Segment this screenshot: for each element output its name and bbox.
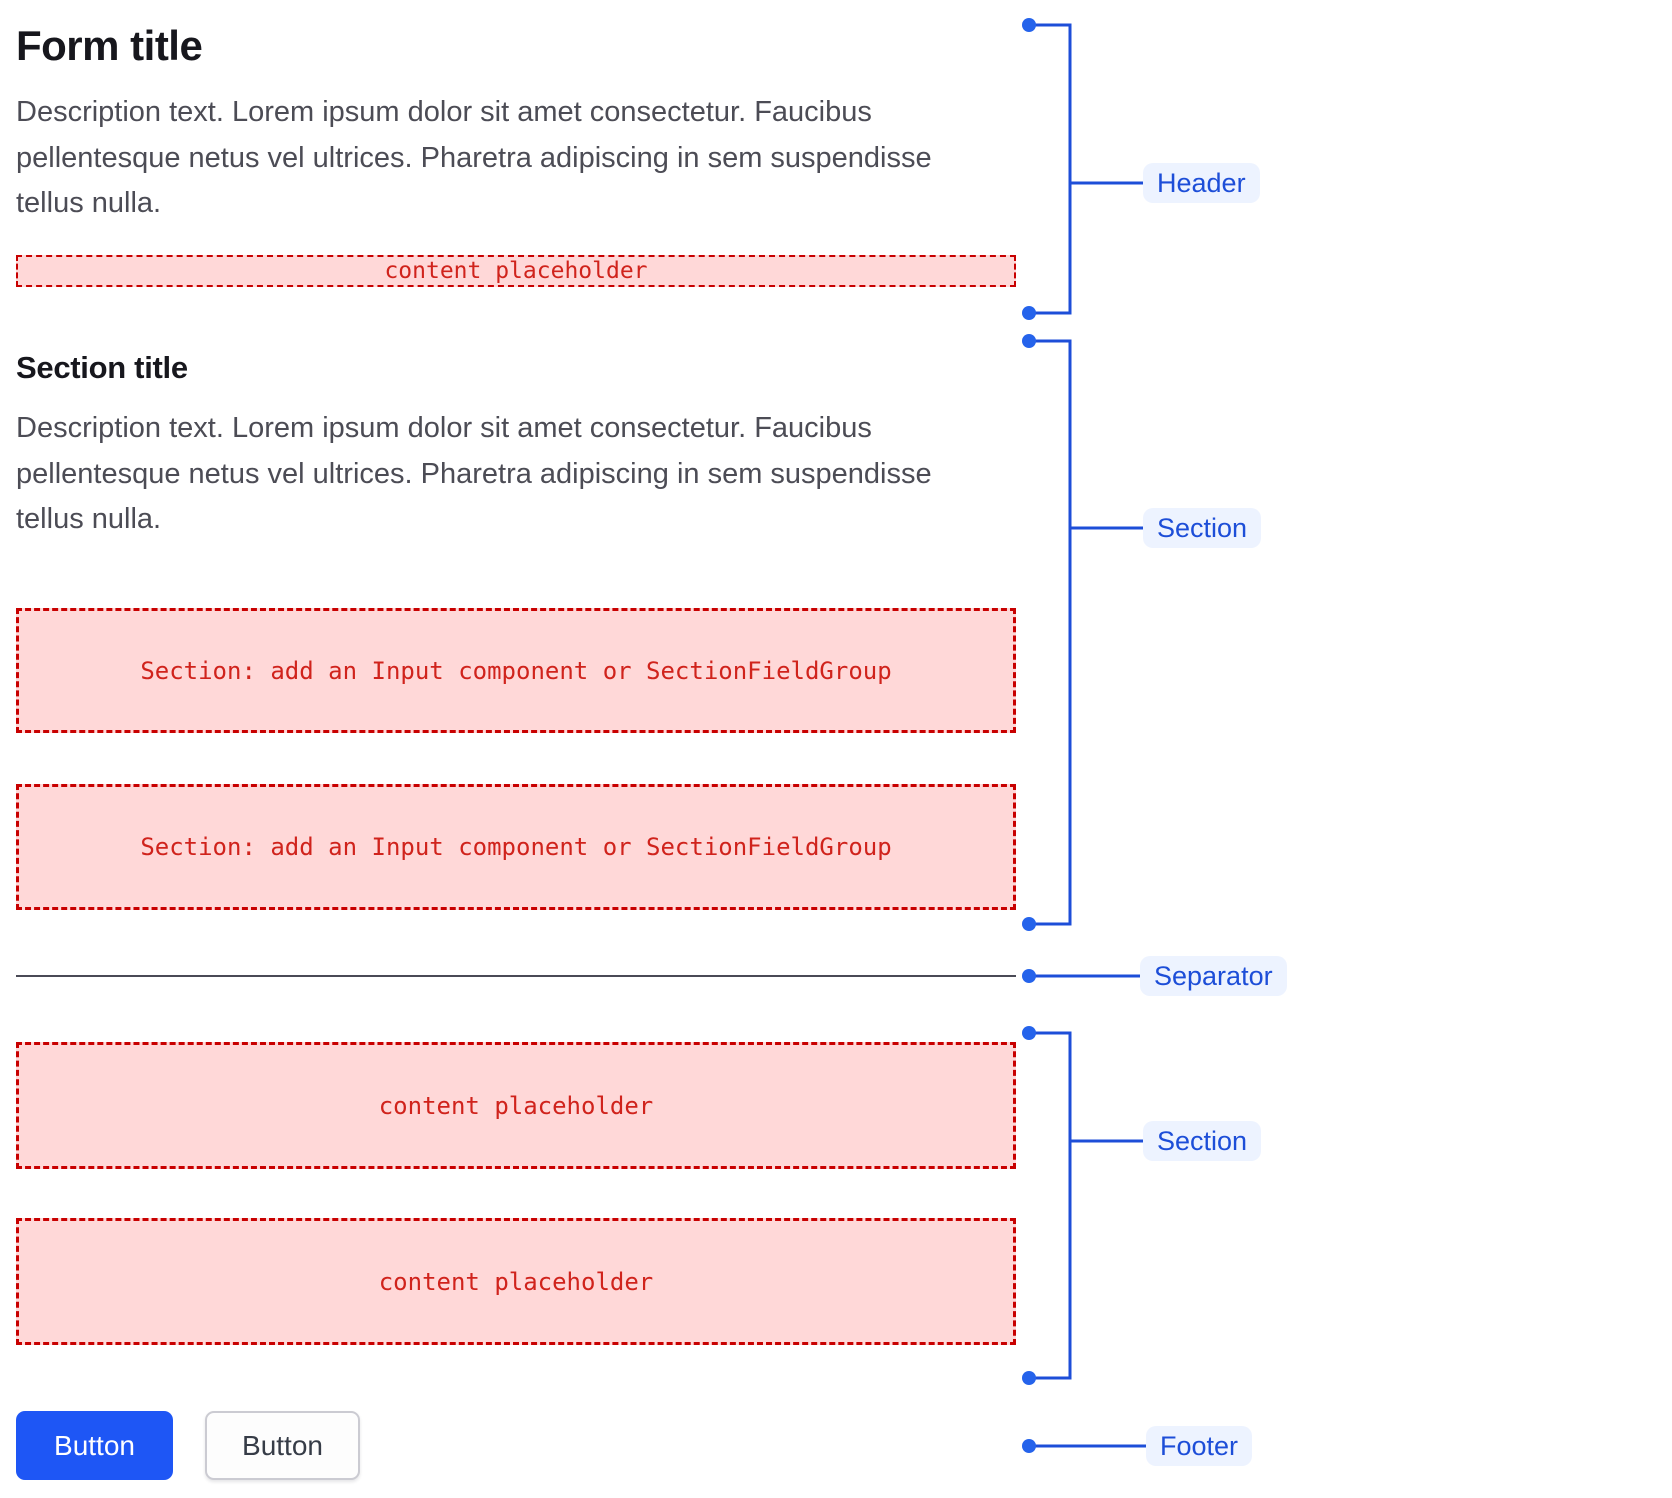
placeholder-label: content placeholder: [378, 1091, 654, 1120]
anchor-dot: [1022, 969, 1036, 983]
section2-annotation-label: Section: [1143, 1121, 1262, 1161]
section-input-placeholder: Section: add an Input component or Secti…: [16, 608, 1016, 733]
form-title: Form title: [16, 22, 203, 69]
annotation-dots: [1022, 18, 1036, 1453]
secondary-button[interactable]: Button: [205, 1411, 360, 1480]
placeholder-label: Section: add an Input component or Secti…: [140, 833, 892, 861]
section2-content-placeholder: content placeholder: [16, 1042, 1016, 1169]
section2-bracket: [1029, 1031, 1072, 1380]
anchor-dot: [1022, 18, 1036, 32]
section-input-placeholder: Section: add an Input component or Secti…: [16, 784, 1016, 910]
separator-annotation-label: Separator: [1140, 956, 1287, 996]
placeholder-label: content placeholder: [384, 258, 648, 284]
footer-annotation-label: Footer: [1146, 1426, 1253, 1466]
anchor-dot: [1022, 1026, 1036, 1040]
anchor-dot: [1022, 1371, 1036, 1385]
section-description: Description text. Lorem ipsum dolor sit …: [16, 412, 932, 535]
header-annotation-label: Header: [1143, 163, 1260, 203]
section-annotation-label: Section: [1143, 508, 1262, 548]
anchor-dot: [1022, 306, 1036, 320]
anchor-dot: [1022, 334, 1036, 348]
separator-line: [16, 975, 1016, 977]
anchor-dot: [1022, 917, 1036, 931]
placeholder-label: content placeholder: [378, 1267, 654, 1296]
primary-button[interactable]: Button: [16, 1411, 173, 1480]
header-content-placeholder: content placeholder: [16, 255, 1016, 287]
placeholder-label: Section: add an Input component or Secti…: [140, 656, 892, 685]
section-title: Section title: [16, 350, 188, 385]
anchor-dot: [1022, 1439, 1036, 1453]
header-bracket: [1029, 23, 1072, 315]
annotation-lines: [1029, 23, 1146, 1448]
section2-content-placeholder: content placeholder: [16, 1218, 1016, 1345]
section-bracket: [1029, 339, 1072, 926]
form-description: Description text. Lorem ipsum dolor sit …: [16, 96, 932, 219]
